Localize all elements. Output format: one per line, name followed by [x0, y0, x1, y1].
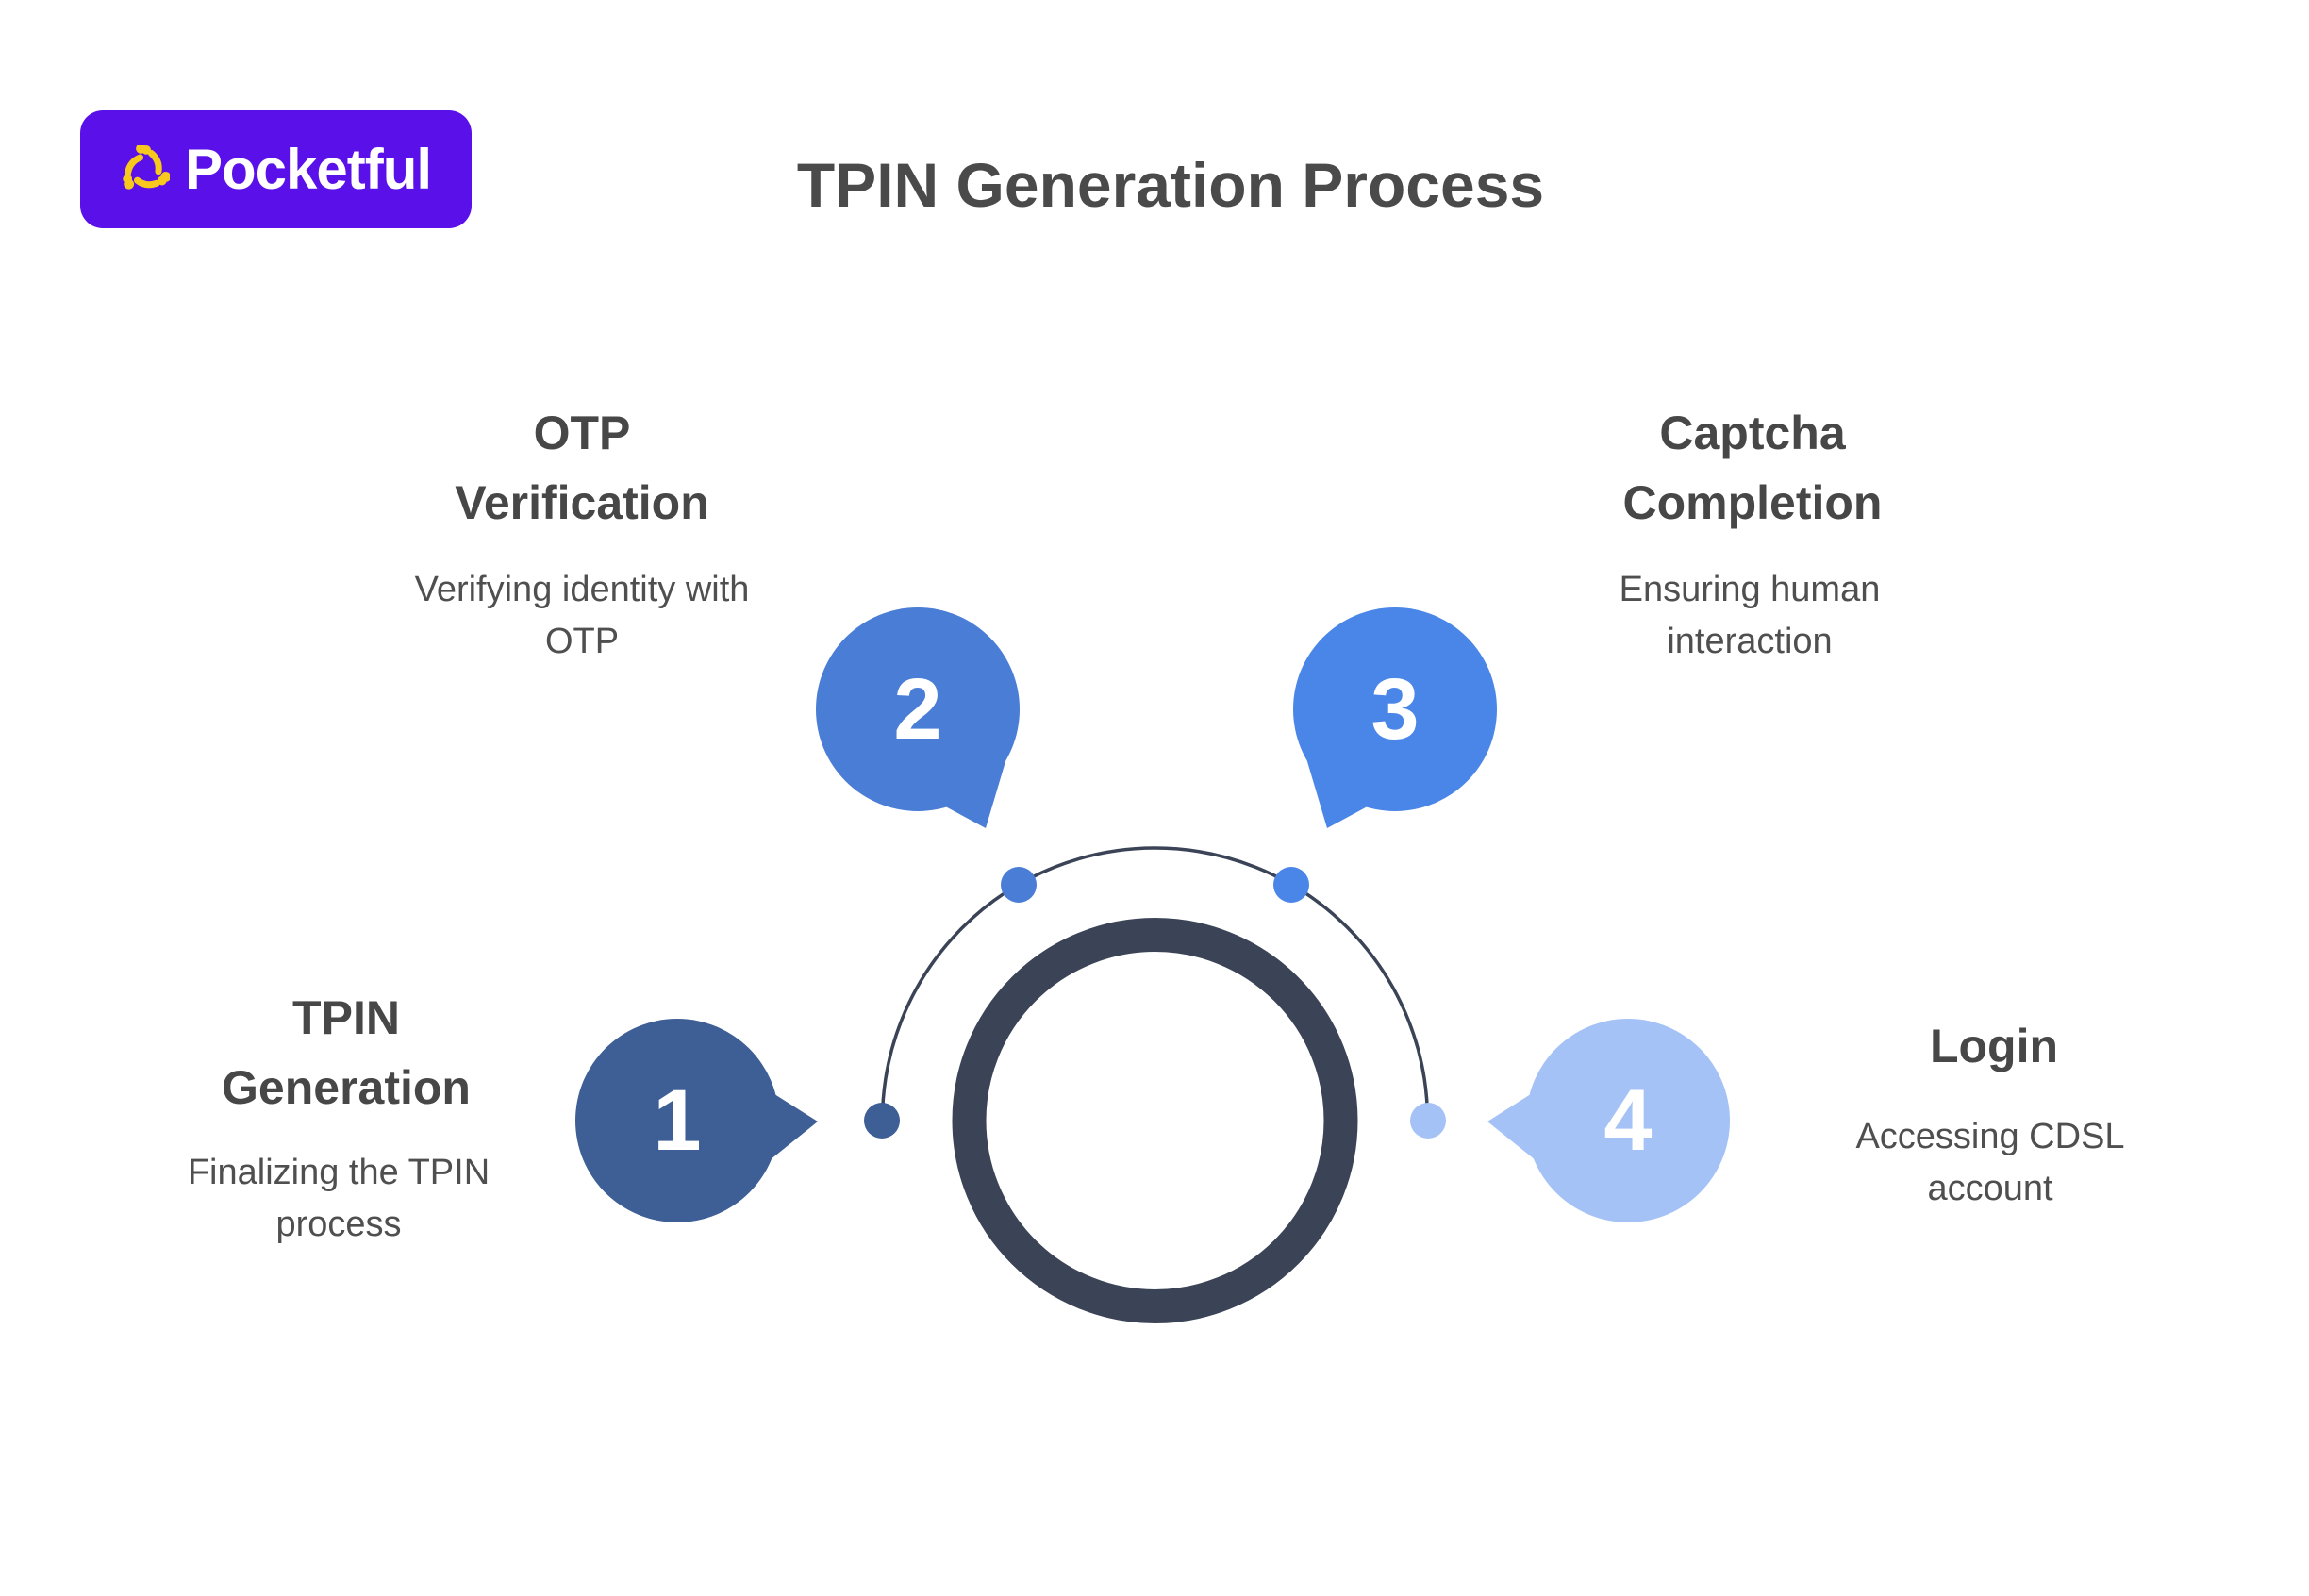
step-1-number: 1: [653, 1072, 702, 1169]
step-1-description: Finalizing the TPIN process: [187, 1153, 490, 1244]
step-3-bubble: 3: [1254, 568, 1537, 851]
step-4-bubble-circle: [1526, 1019, 1730, 1222]
step-3-bubble-circle: [1293, 607, 1497, 811]
step-4-number: 4: [1603, 1072, 1653, 1169]
step-2-bubble: 2: [776, 568, 1059, 851]
step-1-node-dot: [864, 1103, 900, 1139]
step-2-node-dot: [1001, 867, 1037, 903]
step-1-bubble-circle: [575, 1019, 779, 1222]
step-4-bubble-tail: [1487, 1092, 1536, 1160]
step-3-title: Captcha Completion: [1622, 407, 1883, 529]
step-3-node-dot: [1273, 867, 1309, 903]
page-title: TPIN Generation Process: [796, 150, 1545, 220]
step-2-bubble-shape: [816, 607, 1020, 828]
step-2-bubble-circle: [816, 607, 1020, 811]
step-3-description: Ensuring human interaction: [1619, 570, 1881, 661]
step-1-title: TPIN Generation: [222, 991, 471, 1114]
step-2-title: OTP Verification: [455, 407, 709, 529]
step-3-number: 3: [1370, 660, 1420, 757]
step-2-description: Verifying identity with OTP: [414, 570, 750, 661]
step-1-bubble-tail: [770, 1092, 818, 1160]
center-ring: [952, 918, 1358, 1323]
step-1-bubble-shape: [575, 1019, 818, 1222]
step-2-number: 2: [893, 660, 942, 757]
step-3-bubble-shape: [1293, 607, 1497, 828]
step-4-node-dot: [1410, 1103, 1446, 1139]
brand-name: Pocketful: [184, 138, 432, 201]
connector-arc: [880, 846, 1430, 1122]
step-4-title: Login: [1929, 1020, 2059, 1072]
step-4-bubble-shape: [1487, 1019, 1730, 1222]
pocketful-pinwheel-icon: [123, 144, 170, 190]
step-4-bubble: 4: [1487, 979, 1769, 1262]
brand-logo: Pocketful: [80, 110, 472, 228]
step-1-bubble: 1: [536, 979, 819, 1262]
step-4-description: Accessing CDSL account: [1855, 1117, 2125, 1208]
